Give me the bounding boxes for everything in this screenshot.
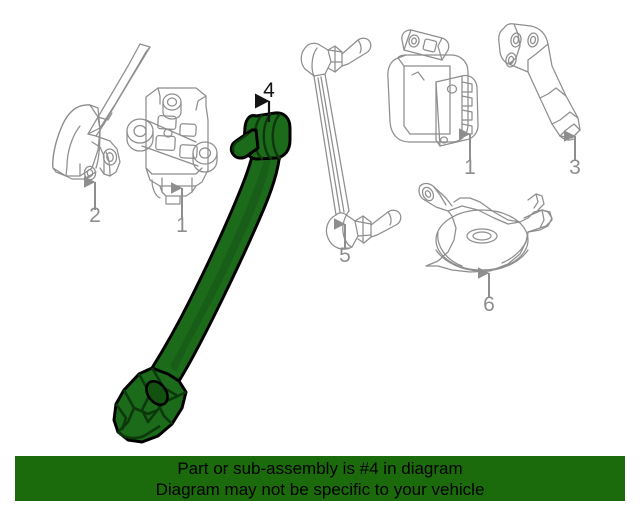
notice-line-1: Part or sub-assembly is #4 in diagram xyxy=(177,458,463,478)
part-4-sensor-link-arm xyxy=(112,111,292,444)
callout-label-1-left: 1 xyxy=(176,214,188,237)
callout-arrows xyxy=(83,93,576,297)
callout-label-4: 4 xyxy=(263,79,275,102)
notice-line-2: Diagram may not be specific to your vehi… xyxy=(155,479,485,499)
callout-label-6: 6 xyxy=(483,293,495,316)
link-arm-stud-shading xyxy=(231,133,249,153)
link-arm-bushing-eye xyxy=(145,379,169,407)
part-5-link-rod xyxy=(300,37,402,250)
link-arm-connector-lip xyxy=(117,424,161,440)
part-2-bracket xyxy=(52,43,151,181)
part-1-sensor-bracket xyxy=(126,87,218,205)
link-arm-shading xyxy=(170,142,272,372)
diagram-notice-banner: Part or sub-assembly is #4 in diagram Di… xyxy=(15,456,625,501)
callout-label-2: 2 xyxy=(89,204,101,227)
callout-label-3: 3 xyxy=(569,156,581,179)
part-6-bracket xyxy=(418,182,553,273)
part-1-sensor-body xyxy=(387,29,479,147)
callout-numbers: 2 1 4 5 1 3 6 xyxy=(89,79,581,316)
callout-label-1-right: 1 xyxy=(464,156,476,179)
callout-label-5: 5 xyxy=(339,244,351,267)
link-arm-stud xyxy=(229,128,260,160)
part-3-bracket xyxy=(498,23,581,141)
